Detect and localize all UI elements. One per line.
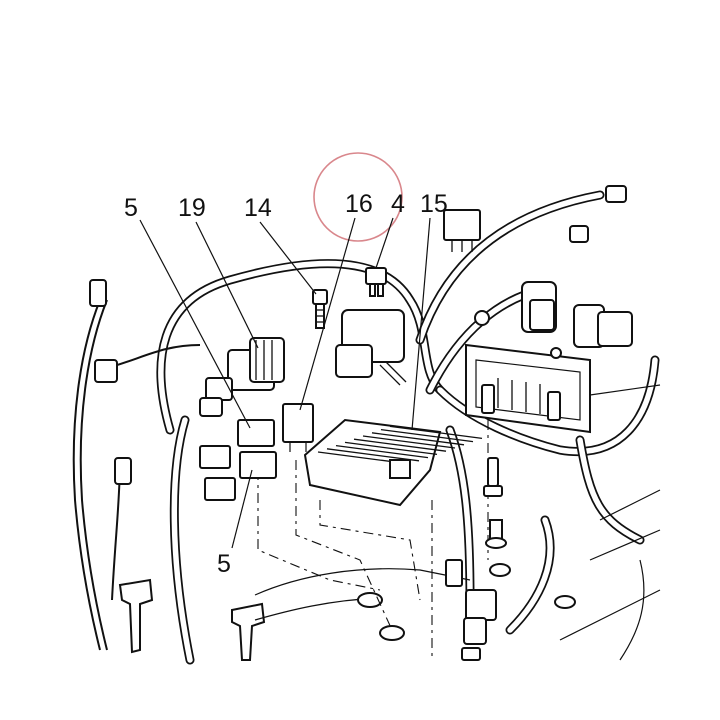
regulator-fin	[335, 444, 429, 459]
callout-4: 4	[391, 190, 405, 218]
regulator-fin	[344, 441, 438, 456]
lower-connectors	[445, 559, 497, 661]
chassis-outline	[254, 489, 661, 661]
bolt-14	[312, 289, 328, 329]
regulator-fin	[326, 448, 420, 462]
callout-14: 14	[244, 194, 272, 222]
fuse-box	[335, 309, 407, 386]
ignitor-module	[465, 310, 661, 434]
mounting-bolts	[483, 457, 507, 549]
callout-15: 15	[420, 190, 448, 218]
callout-16: 16	[345, 190, 373, 218]
left-lead	[72, 279, 201, 651]
fuse-4	[365, 267, 387, 297]
connector-15-top	[443, 209, 481, 252]
relay-16	[282, 403, 314, 452]
regulator-fin	[389, 425, 483, 440]
callout-5-bottom: 5	[217, 550, 231, 578]
relay-5-lower	[204, 451, 277, 501]
connector-19	[199, 337, 285, 417]
regulator-fin	[353, 438, 447, 452]
highlight-circle	[313, 152, 403, 242]
ground-clips	[118, 578, 266, 661]
regulator-rectifier-15	[303, 418, 483, 507]
callout-19: 19	[178, 194, 206, 222]
callout-5-top: 5	[124, 194, 138, 222]
regulator-fin	[371, 432, 465, 446]
regulator-fin	[380, 428, 474, 443]
relay-5-upper	[199, 419, 275, 469]
leader-lines	[139, 217, 431, 549]
right-connectors	[521, 185, 633, 348]
regulator-fin	[362, 435, 456, 449]
